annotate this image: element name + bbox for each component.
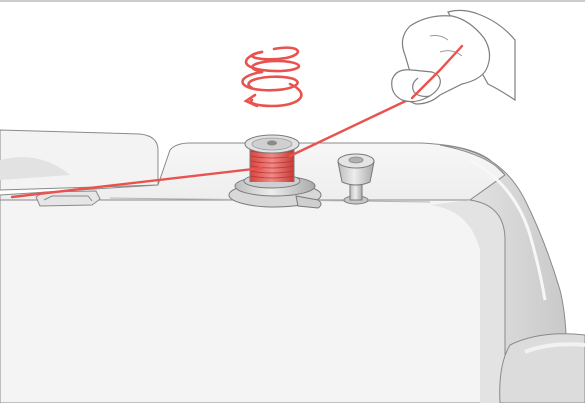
spring-coil-2 <box>246 52 299 72</box>
bobbin-icon <box>244 135 300 188</box>
rotation-direction-icon <box>243 48 302 106</box>
spring-coil-4 <box>251 84 302 106</box>
hand-icon <box>392 10 515 104</box>
spool-pin-cap-hole <box>349 157 363 163</box>
machine-front-face <box>0 200 505 403</box>
spring-coil-3 <box>243 72 298 90</box>
bobbin-hole <box>267 141 277 146</box>
